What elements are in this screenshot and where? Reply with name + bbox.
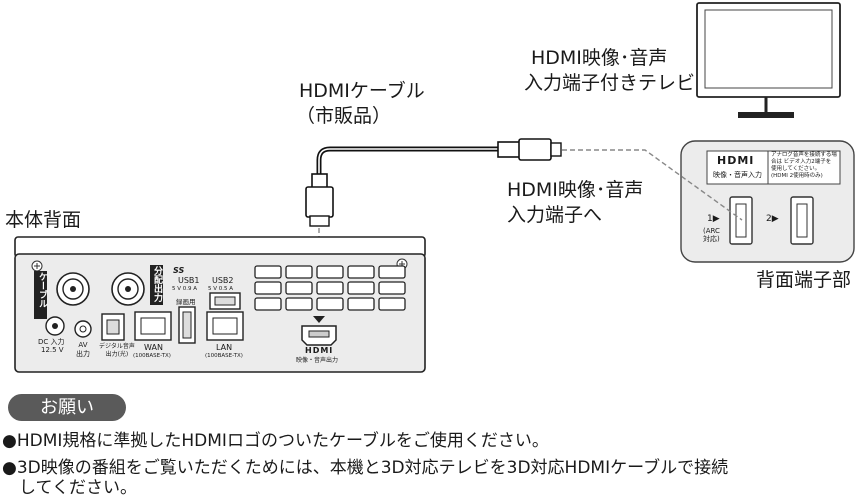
- note-item-2: ●3D映像の番組をご覧いただくためには、本機と3D対応テレビを3D対応HDMIケ…: [2, 458, 729, 478]
- wan-spec: (100BASE-TX): [133, 353, 171, 359]
- tv-set: [696, 2, 841, 118]
- usb1-rec-label: 録画用: [176, 298, 196, 306]
- note-item-1: ●HDMI規格に準拠したHDMIロゴのついたケーブルをご使用ください。: [2, 431, 549, 451]
- usb2-spec: 5 V 0.5 A: [208, 286, 234, 292]
- device-hdmi-logo: HDMI: [305, 346, 334, 355]
- device-box: [14, 236, 426, 373]
- optical-label: デジタル音声 出力(光): [99, 343, 135, 358]
- usb1-label: USB1: [178, 276, 200, 285]
- tv-label-line1: HDMI映像･音声: [531, 47, 668, 69]
- lan-label: LAN: [216, 343, 233, 352]
- split-out-label: 分配出力: [152, 266, 162, 302]
- note-tag: お願い: [8, 394, 126, 421]
- hdmi-cable: [305, 138, 562, 227]
- lan-spec: (100BASE-TX): [205, 353, 243, 359]
- input-label-line1: HDMI映像･音声: [507, 179, 644, 201]
- av-out-label: AV 出力: [76, 341, 90, 358]
- tv-port1-arc: (ARC 対応): [703, 227, 720, 243]
- cable-sub: （市販品）: [296, 105, 392, 127]
- rear-terminal-label: 背面端子部: [756, 269, 852, 291]
- usb1-spec: 5 V 0.9 A: [172, 286, 198, 292]
- tv-label-line2: 入力端子付きテレビ: [524, 72, 696, 94]
- wan-label: WAN: [144, 343, 163, 352]
- tv-hdmi-caption: 映像・音声入力: [713, 171, 762, 179]
- cable-port-label: ケーブル: [37, 272, 47, 308]
- usb2-label: USB2: [212, 276, 234, 285]
- dc-volt-label: 12.5 V: [41, 346, 64, 354]
- tv-port2-label: 2▶: [766, 214, 779, 224]
- device-hdmi-out-label: 映像・音声出力: [296, 357, 339, 364]
- rear-panel-label: 本体背面: [5, 209, 82, 231]
- tv-panel-notice: アナログ音声を接続する場合は ビデオ入力2端子を 使用してください。 (HDMI…: [771, 152, 837, 179]
- note-item-2-cont: してください。: [2, 478, 137, 498]
- dc-in-label: DC 入力: [38, 338, 65, 346]
- tv-rear-panel: [680, 140, 855, 263]
- input-label-line2: 入力端子へ: [507, 204, 603, 226]
- tv-hdmi-logo: HDMI: [717, 154, 755, 167]
- tv-port1-label: 1▶: [707, 214, 720, 224]
- ss-mark: SS: [173, 266, 185, 275]
- cable-name: HDMIケーブル: [299, 80, 425, 102]
